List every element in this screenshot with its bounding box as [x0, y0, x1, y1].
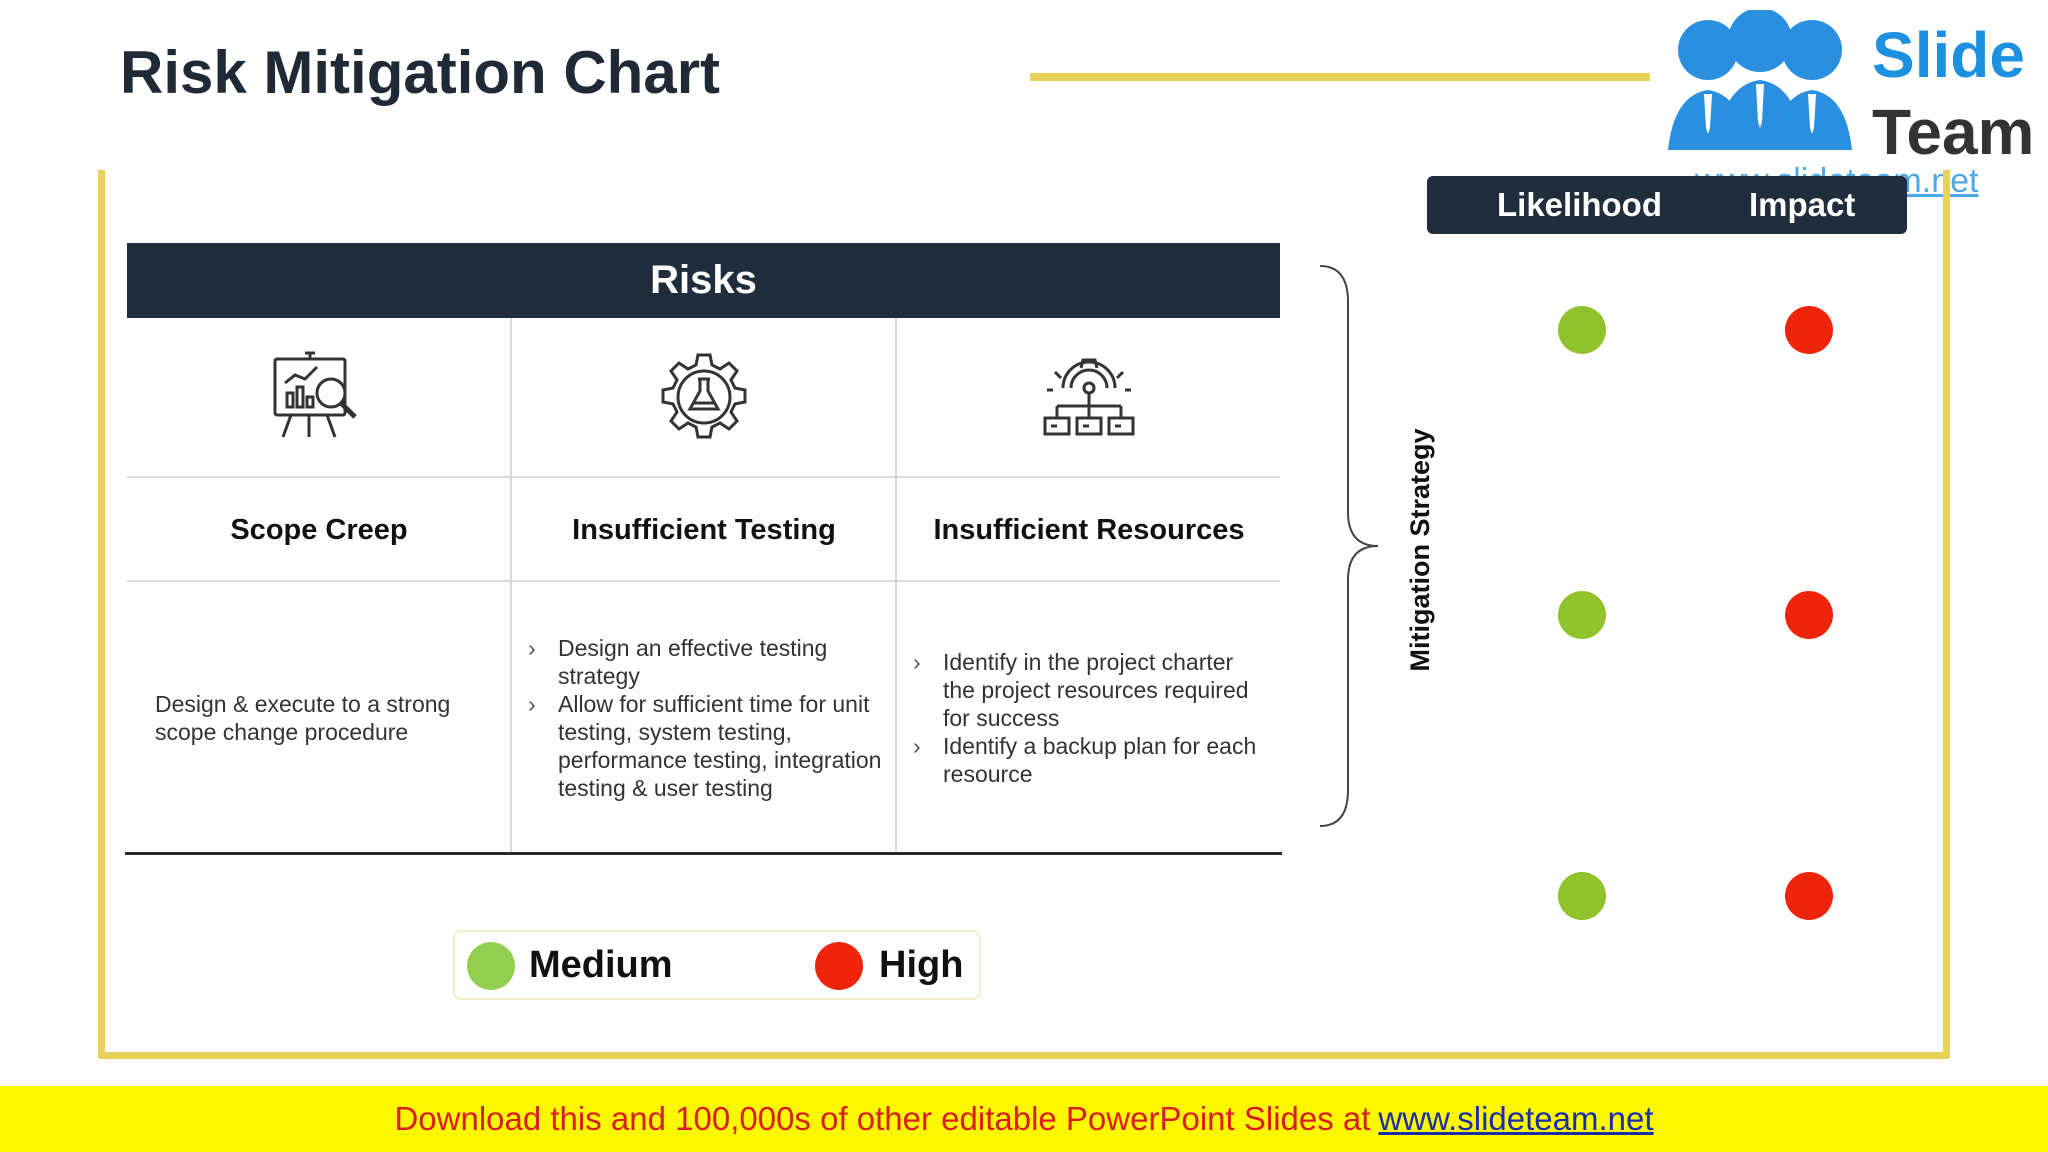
risk-column-scope-creep: Scope Creep Design & execute to a strong…: [127, 318, 511, 853]
strategy-text: Design & execute to a strong scope chang…: [155, 691, 451, 745]
risk-name: Scope Creep: [230, 513, 408, 546]
impact-header: Impact: [1749, 186, 1856, 223]
likelihood-header: Likelihood: [1497, 186, 1662, 223]
impact-dot-high: [1785, 591, 1833, 639]
download-banner: Download this and 100,000s of other edit…: [0, 1086, 2048, 1152]
mitigation-strategy: Design an effective testing strategy All…: [512, 584, 896, 852]
column-divider: [895, 318, 897, 853]
risk-column-insufficient-testing: Insufficient Testing Design an effective…: [512, 318, 896, 853]
row-divider: [127, 476, 1280, 478]
legend-medium-label: Medium: [529, 944, 673, 986]
right-brace-icon: [1319, 265, 1379, 827]
strategy-item: Allow for sufficient time for unit testi…: [526, 690, 882, 802]
legend-high-swatch: [815, 942, 863, 990]
table-bottom-rule: [125, 852, 1282, 855]
likelihood-impact-header: Likelihood Impact: [1427, 176, 1907, 234]
gear-flask-icon: [661, 353, 747, 439]
risk-name: Insufficient Resources: [933, 513, 1245, 546]
mitigation-strategy: Identify in the project charter the proj…: [897, 584, 1281, 852]
risk-column-insufficient-resources: Insufficient Resources Identify in the p…: [897, 318, 1281, 853]
logo-word-slide: Slide: [1872, 19, 2025, 91]
strategy-item: Design an effective testing strategy: [526, 634, 882, 690]
slideteam-logo[interactable]: Slide Team www.slideteam.net: [1650, 0, 2048, 200]
people-logo-icon: [1668, 10, 1852, 150]
page-title: Risk Mitigation Chart: [120, 39, 721, 106]
strategy-item: Identify a backup plan for each resource: [911, 732, 1267, 788]
likelihood-dot-medium: [1558, 872, 1606, 920]
row-divider: [127, 580, 1280, 582]
mitigation-strategy-label: Mitigation Strategy: [1404, 428, 1435, 672]
banner-link[interactable]: www.slideteam.net: [1378, 1100, 1654, 1137]
legend-medium-swatch: [467, 942, 515, 990]
legend: Medium High: [453, 930, 981, 1000]
column-divider: [510, 318, 512, 853]
likelihood-dot-medium: [1558, 306, 1606, 354]
impact-dot-high: [1785, 872, 1833, 920]
logo-word-team: Team: [1872, 96, 2035, 168]
title-rule: [1030, 73, 1650, 81]
risk-name: Insufficient Testing: [572, 513, 836, 546]
risks-header: Risks: [127, 243, 1280, 318]
content-frame: [98, 170, 1950, 1059]
mitigation-strategy: Design & execute to a strong scope chang…: [127, 584, 511, 852]
likelihood-dot-medium: [1558, 591, 1606, 639]
legend-high-label: High: [879, 944, 964, 986]
gear-network-icon: [1043, 358, 1135, 436]
impact-dot-high: [1785, 306, 1833, 354]
strategy-item: Identify in the project charter the proj…: [911, 648, 1267, 732]
presentation-analytics-icon: [273, 351, 357, 438]
banner-text: Download this and 100,000s of other edit…: [394, 1100, 1371, 1137]
